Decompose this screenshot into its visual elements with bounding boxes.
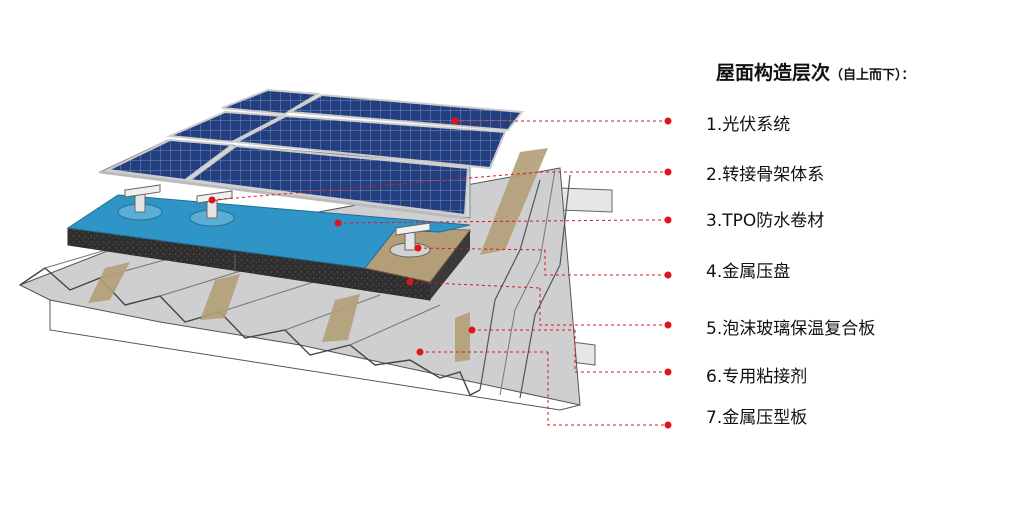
legend-item-frame: 2.转接骨架体系 xyxy=(706,165,825,185)
adhesive-strips xyxy=(88,148,548,362)
marker-dots xyxy=(208,117,672,429)
legend-item-pv: 1.光伏系统 xyxy=(706,115,791,135)
leader-lines xyxy=(211,120,668,426)
legend-title-note: （自上而下）： xyxy=(830,68,915,83)
legend-title: 屋面构造层次（自上而下）： xyxy=(716,58,915,85)
legend-item-tpo: 3.TPO防水卷材 xyxy=(706,211,825,231)
legend-item-insulation: 5.泡沫玻璃保温复合板 xyxy=(706,319,876,339)
tpo-membrane xyxy=(66,194,471,269)
legend-item-deck: 7.金属压型板 xyxy=(706,408,808,428)
legend-item-disc: 4.金属压盘 xyxy=(706,262,791,282)
legend-title-text: 屋面构造层次 xyxy=(716,62,831,84)
legend-item-adhesive: 6.专用粘接剂 xyxy=(706,367,808,387)
